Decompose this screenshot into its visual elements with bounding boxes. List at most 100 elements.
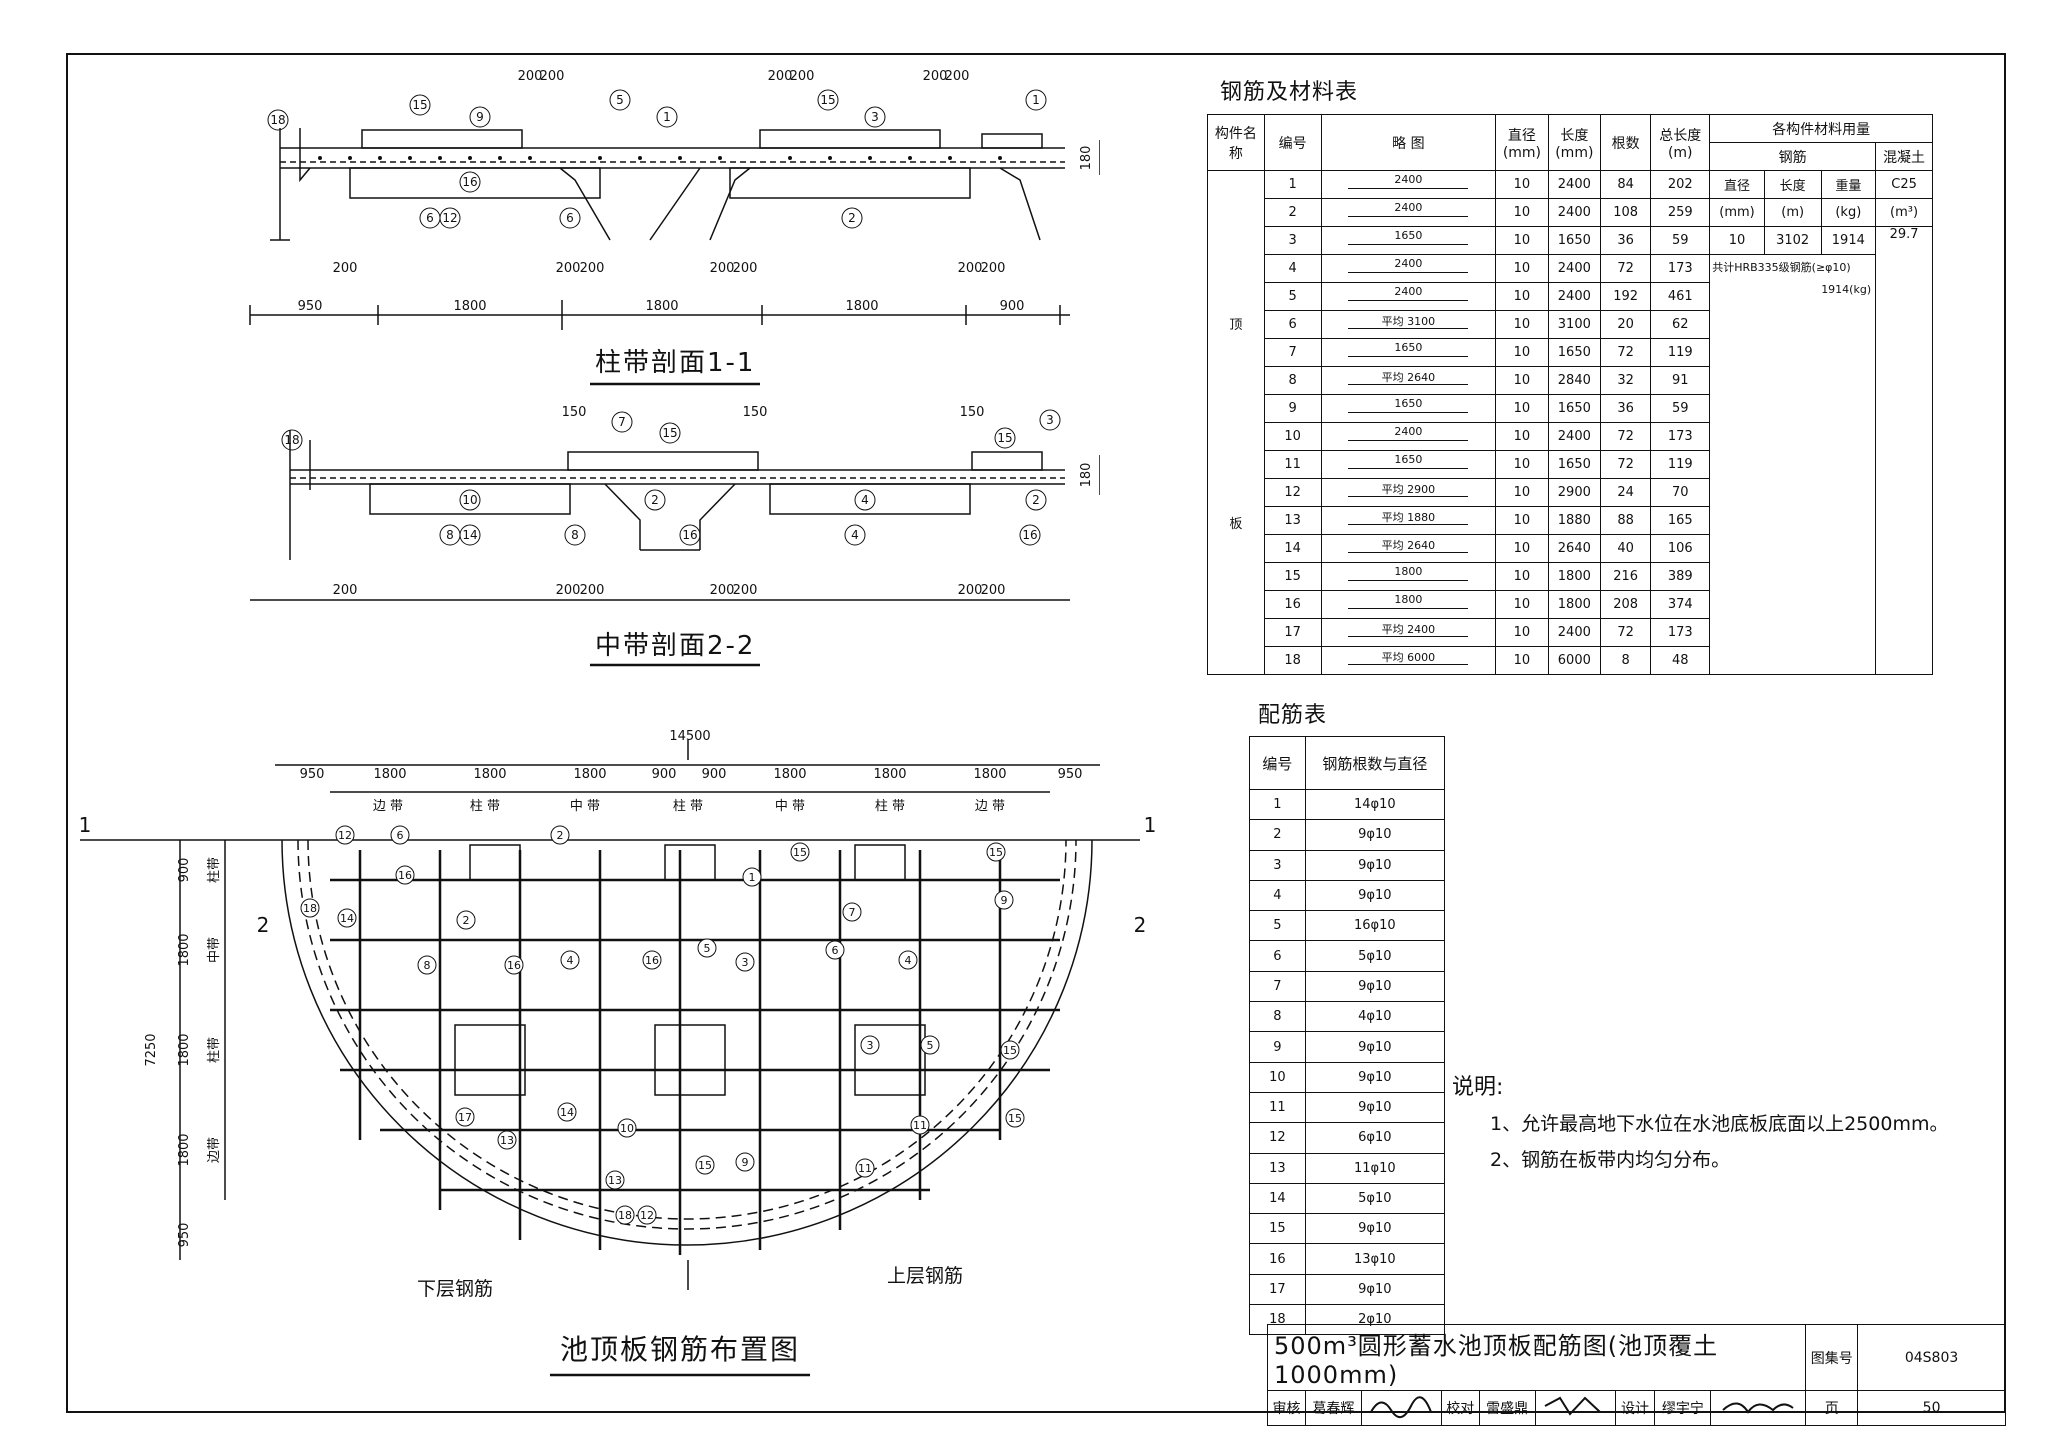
row-len: 3100 xyxy=(1547,310,1602,339)
row-total: 70 xyxy=(1650,478,1711,507)
material-table-title: 钢筋及材料表 xyxy=(1220,80,1359,105)
row-count: 88 xyxy=(1600,506,1652,535)
section-mark-1-left: 1 xyxy=(79,813,92,837)
plan-total-width: 14500 xyxy=(669,729,710,744)
checker: 雷盛鼎 xyxy=(1478,1390,1536,1426)
plan-title: 池顶板钢筋布置图 xyxy=(560,1333,801,1366)
row-total: 62 xyxy=(1650,310,1711,339)
drawing-frame xyxy=(66,53,2006,1413)
row-count: 32 xyxy=(1600,366,1652,395)
row-total: 48 xyxy=(1650,646,1711,675)
row-count: 108 xyxy=(1600,198,1652,227)
s1-dim-top-5: 200 xyxy=(923,69,948,84)
row-len: 2400 xyxy=(1547,254,1602,283)
row-dia: 10 xyxy=(1495,310,1549,339)
s2-callout-11: 16 xyxy=(682,528,697,542)
s2-callout-8: 14 xyxy=(462,528,477,542)
row-sketch: 1650 xyxy=(1320,226,1497,255)
row-dia: 10 xyxy=(1495,226,1549,255)
row-sketch: 2400 xyxy=(1320,422,1497,451)
row-no: 16 xyxy=(1263,590,1322,619)
plan-dim-top-8: 1800 xyxy=(873,767,906,782)
s2-callout-15: 16 xyxy=(1022,528,1037,542)
s1-callout-2: 15 xyxy=(412,98,427,112)
row-len: 1650 xyxy=(1547,450,1602,479)
rebar-spec: 9φ10 xyxy=(1304,970,1446,1003)
row-total: 173 xyxy=(1650,618,1711,647)
row-count: 84 xyxy=(1600,170,1652,199)
section-mark-2-right: 2 xyxy=(1134,913,1147,937)
usage-weight: 1914 xyxy=(1820,226,1877,255)
section-2-title: 中带剖面2-2 xyxy=(595,631,756,661)
s1-callout-1: 18 xyxy=(270,113,285,127)
rebar-no: 2 xyxy=(1249,819,1306,851)
plan-dim-top-3: 1800 xyxy=(473,767,506,782)
plan-callout-8: 18 xyxy=(303,902,317,915)
row-dia: 10 xyxy=(1495,394,1549,423)
lower-bars-label: 下层钢筋 xyxy=(417,1278,493,1300)
s2-callout-12: 4 xyxy=(861,493,869,507)
plan-callout-25: 14 xyxy=(560,1106,574,1119)
rebar-no: 14 xyxy=(1249,1182,1306,1215)
row-no: 6 xyxy=(1263,310,1322,339)
plan-band-top-7: 边 带 xyxy=(975,799,1005,814)
row-no: 10 xyxy=(1263,422,1322,451)
rebar-no: 7 xyxy=(1249,970,1306,1003)
row-sketch: 1650 xyxy=(1320,394,1497,423)
s1-dim-top-2: 200 xyxy=(540,69,565,84)
row-dia: 10 xyxy=(1495,562,1549,591)
s2-callout-7: 8 xyxy=(446,528,454,542)
row-sketch: 1800 xyxy=(1320,562,1497,591)
row-sketch: 平均 1880 xyxy=(1320,506,1497,535)
row-len: 1800 xyxy=(1547,562,1602,591)
check-label: 校对 xyxy=(1440,1390,1480,1426)
row-no: 2 xyxy=(1263,198,1322,227)
col-total: 总长度(m) xyxy=(1650,114,1711,171)
row-total: 202 xyxy=(1650,170,1711,199)
row-dia: 10 xyxy=(1495,646,1549,675)
row-count: 24 xyxy=(1600,478,1652,507)
plan-callout-23: 5 xyxy=(927,1039,934,1052)
plan-callout-32: 11 xyxy=(858,1162,872,1175)
notes-title: 说明: xyxy=(1452,1075,1504,1100)
row-no: 14 xyxy=(1263,534,1322,563)
plan-dim-top-4: 1800 xyxy=(573,767,606,782)
plan-callout-2: 6 xyxy=(397,829,404,842)
row-count: 40 xyxy=(1600,534,1652,563)
row-count: 20 xyxy=(1600,310,1652,339)
row-total: 119 xyxy=(1650,338,1711,367)
row-no: 4 xyxy=(1263,254,1322,283)
plan-callout-29: 13 xyxy=(608,1174,622,1187)
row-no: 11 xyxy=(1263,450,1322,479)
row-sketch: 2400 xyxy=(1320,170,1497,199)
plan-callout-17: 4 xyxy=(905,954,912,967)
s1-callout-12: 6 xyxy=(566,211,574,225)
s2-callout-6: 10 xyxy=(462,493,477,507)
plan-band-left-1: 柱带 xyxy=(207,857,222,883)
usage-len-header: 长度 xyxy=(1763,170,1822,199)
row-count: 72 xyxy=(1600,254,1652,283)
row-count: 192 xyxy=(1600,282,1652,311)
s2-callout-10: 2 xyxy=(651,493,659,507)
row-no: 1 xyxy=(1263,170,1322,199)
row-sketch: 1650 xyxy=(1320,338,1497,367)
s1-callout-3: 9 xyxy=(476,110,484,124)
s1-dim-small-2: 200 xyxy=(556,261,581,276)
plan-dim-top-2: 1800 xyxy=(373,767,406,782)
col-steel: 钢筋 xyxy=(1709,142,1877,171)
row-total: 173 xyxy=(1650,422,1711,451)
row-total: 173 xyxy=(1650,254,1711,283)
row-dia: 10 xyxy=(1495,590,1549,619)
row-count: 216 xyxy=(1600,562,1652,591)
col-no: 编号 xyxy=(1263,114,1322,171)
